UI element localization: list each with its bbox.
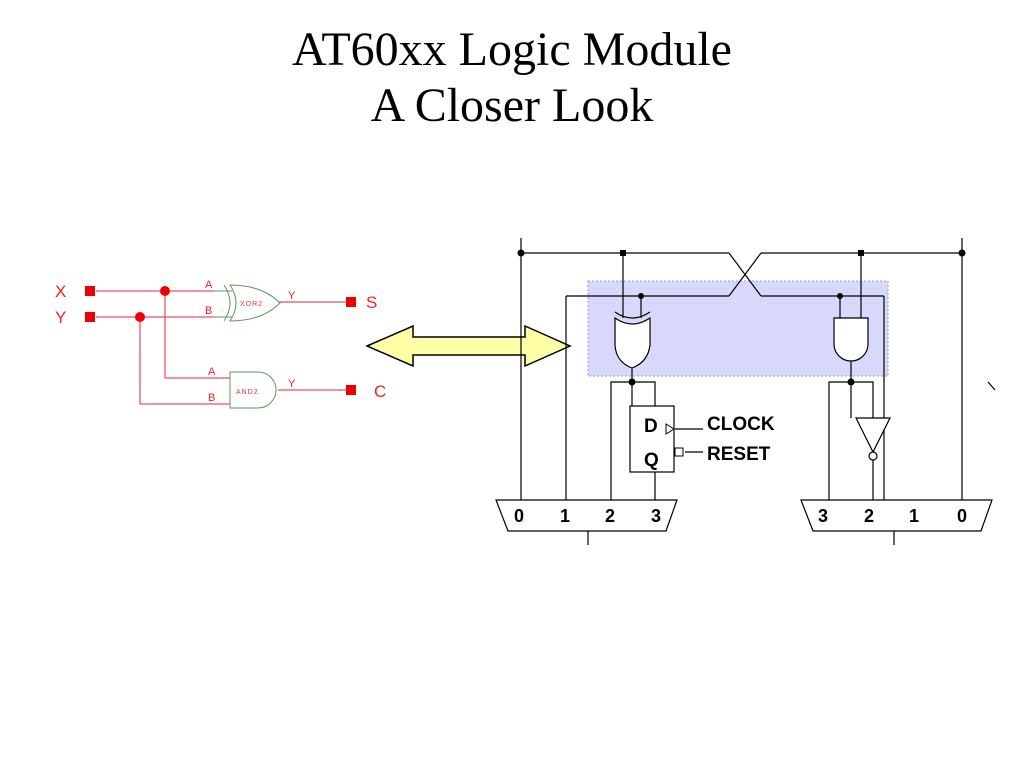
title-line-1: AT60xx Logic Module xyxy=(292,23,732,76)
slide-title: AT60xx Logic Module A Closer Look xyxy=(0,22,1024,134)
flipflop-d-label: D xyxy=(644,416,658,437)
double-arrow xyxy=(365,324,572,368)
input-x-label: X xyxy=(55,282,66,301)
module-and-gate xyxy=(833,317,869,362)
output-terminal-s xyxy=(346,297,356,307)
input-terminal-x xyxy=(85,286,95,296)
d-flipflop: D Q xyxy=(629,405,684,473)
left-mux-input-1: 1 xyxy=(560,506,570,526)
xor-pin-b-label: B xyxy=(205,305,212,317)
module-junctions xyxy=(517,249,966,386)
input-terminal-y xyxy=(85,312,95,322)
half-adder-schematic: X Y S C A B Y XOR2 A B Y AND2 xyxy=(55,279,386,409)
module-inverter xyxy=(855,417,891,461)
title-line-2: A Closer Look xyxy=(370,79,654,132)
input-y-label: Y xyxy=(55,308,66,327)
left-mux-input-2: 2 xyxy=(605,506,615,526)
junction-dot-x xyxy=(160,286,170,296)
output-terminal-c xyxy=(346,385,356,395)
flipflop-q-label: Q xyxy=(644,450,659,471)
logic-module-diagram: D Q CLOCK RESET 0 1 2 3 3 2 1 0 xyxy=(495,238,996,545)
left-mux-input-0: 0 xyxy=(514,506,524,526)
output-c-label: C xyxy=(374,382,386,401)
xor-pin-a-label: A xyxy=(205,279,213,291)
half-adder-wires xyxy=(96,290,352,405)
xor-pin-y-label: Y xyxy=(288,290,296,302)
and-pin-y-label: Y xyxy=(288,378,296,390)
left-mux-input-3: 3 xyxy=(651,506,661,526)
junction-dot-y xyxy=(135,312,145,322)
right-mux-input-1: 1 xyxy=(909,506,919,526)
and-gate-name: AND2 xyxy=(236,389,259,396)
right-mux-input-3: 3 xyxy=(818,506,828,526)
clock-label: CLOCK xyxy=(707,414,775,435)
and-pin-b-label: B xyxy=(208,392,215,404)
xor-gate-name: XOR2 xyxy=(240,301,263,308)
right-mux: 3 2 1 0 xyxy=(800,499,993,532)
module-xor-gate xyxy=(614,311,651,369)
right-mux-input-2: 2 xyxy=(864,506,874,526)
right-mux-input-0: 0 xyxy=(957,506,967,526)
output-s-label: S xyxy=(366,293,377,312)
left-mux: 0 1 2 3 xyxy=(495,499,678,532)
reset-label: RESET xyxy=(707,444,771,465)
and2-gate xyxy=(229,371,277,409)
and-pin-a-label: A xyxy=(208,366,216,378)
xor2-gate xyxy=(223,284,281,322)
